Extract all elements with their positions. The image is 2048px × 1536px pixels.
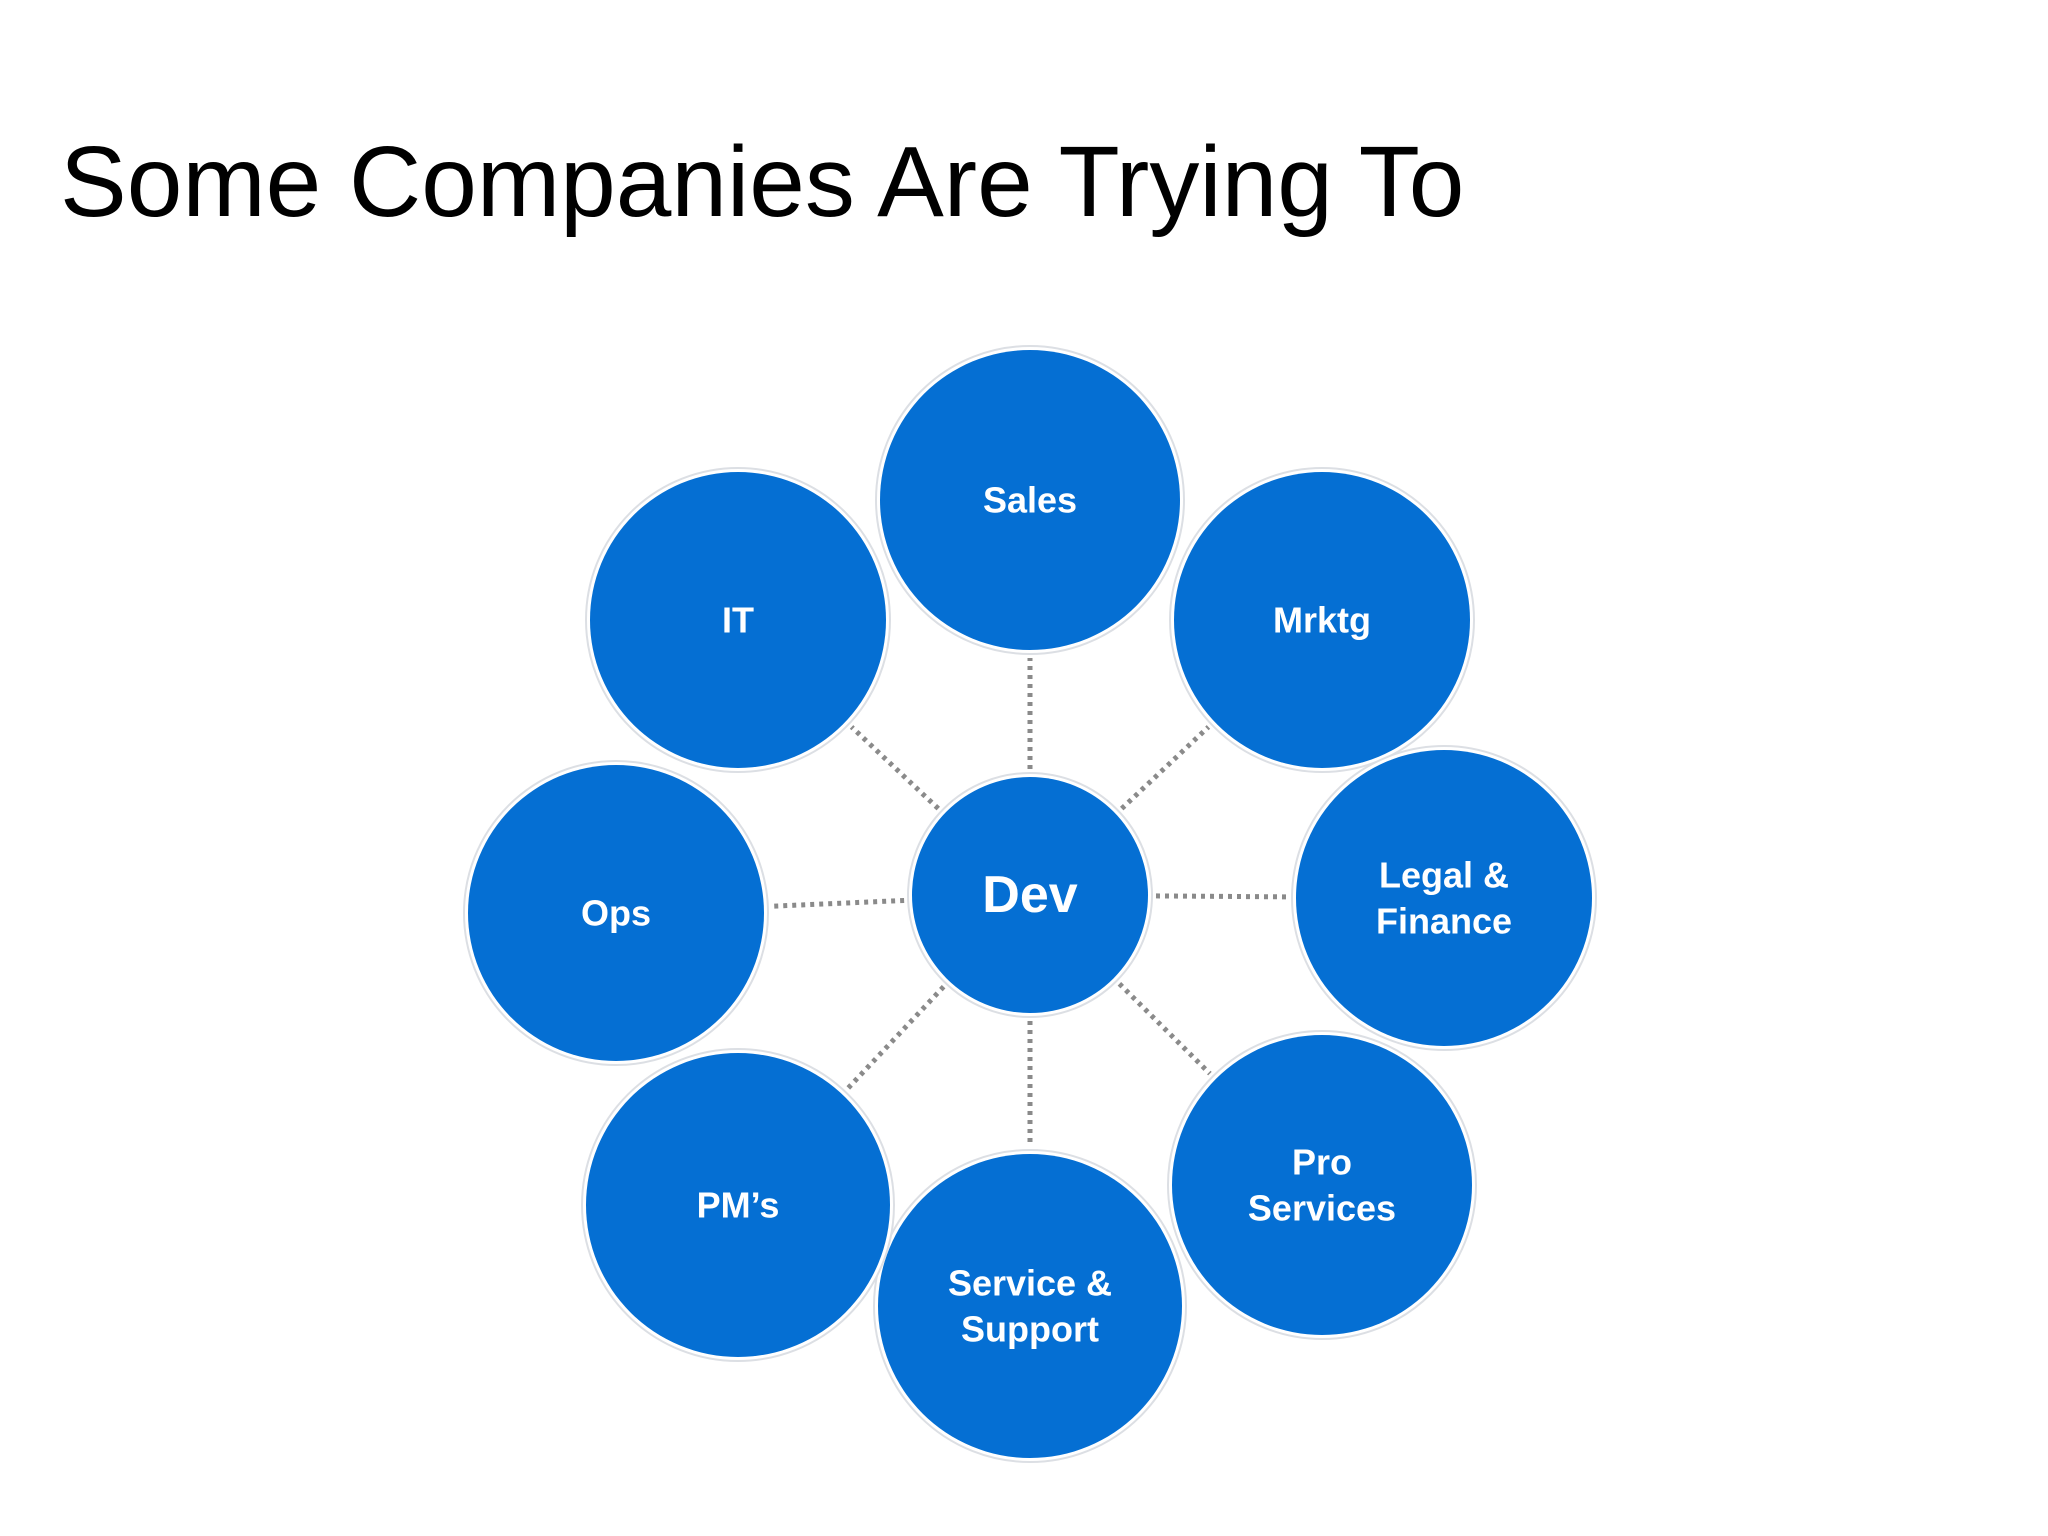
node-circle-pms: [586, 1053, 890, 1357]
node-circle-dev: [912, 777, 1148, 1013]
node-label-dev: Dev: [982, 866, 1077, 924]
connector-dev-pro-services: [1117, 982, 1212, 1076]
node-sales: Sales: [875, 345, 1185, 655]
node-label-legal-finance: Finance: [1376, 901, 1512, 942]
node-circle-legal-finance: [1296, 750, 1592, 1046]
node-circle-pro-services: [1172, 1035, 1472, 1335]
node-label-ops: Ops: [581, 893, 651, 934]
connectors: [771, 658, 1289, 1146]
node-label-pro-services: Pro: [1292, 1141, 1352, 1182]
node-label-mrktg: Mrktg: [1273, 600, 1371, 641]
node-circle-mrktg: [1174, 472, 1470, 768]
connector-dev-ops: [771, 897, 905, 909]
connector-dev-pms: [845, 985, 946, 1091]
node-circle-it: [590, 472, 886, 768]
node-label-sales: Sales: [983, 480, 1077, 521]
node-dev: Dev: [907, 772, 1153, 1018]
node-pms: PM’s: [581, 1048, 895, 1362]
node-circle-service-support: [878, 1154, 1182, 1458]
node-circle-sales: [880, 350, 1180, 650]
node-label-service-support: Service &: [948, 1262, 1112, 1303]
page-title: Some Companies Are Trying To: [60, 126, 1465, 238]
node-circle-ops: [468, 765, 764, 1061]
connector-dev-legal-finance: [1155, 893, 1289, 900]
node-ops: Ops: [463, 760, 769, 1066]
node-service-support: Service & Support: [873, 1149, 1187, 1463]
node-label-pro-services: Services: [1248, 1188, 1396, 1229]
node-label-service-support: Support: [961, 1309, 1099, 1350]
node-label-legal-finance: Legal &: [1379, 854, 1509, 895]
node-mrktg: Mrktg: [1169, 467, 1475, 773]
node-label-pms: PM’s: [697, 1185, 780, 1226]
connector-dev-it: [849, 725, 940, 811]
node-legal-finance: Legal & Finance: [1291, 745, 1597, 1051]
node-it: IT: [585, 467, 891, 773]
connector-dev-mrktg: [1120, 725, 1211, 811]
node-label-it: IT: [722, 600, 754, 641]
